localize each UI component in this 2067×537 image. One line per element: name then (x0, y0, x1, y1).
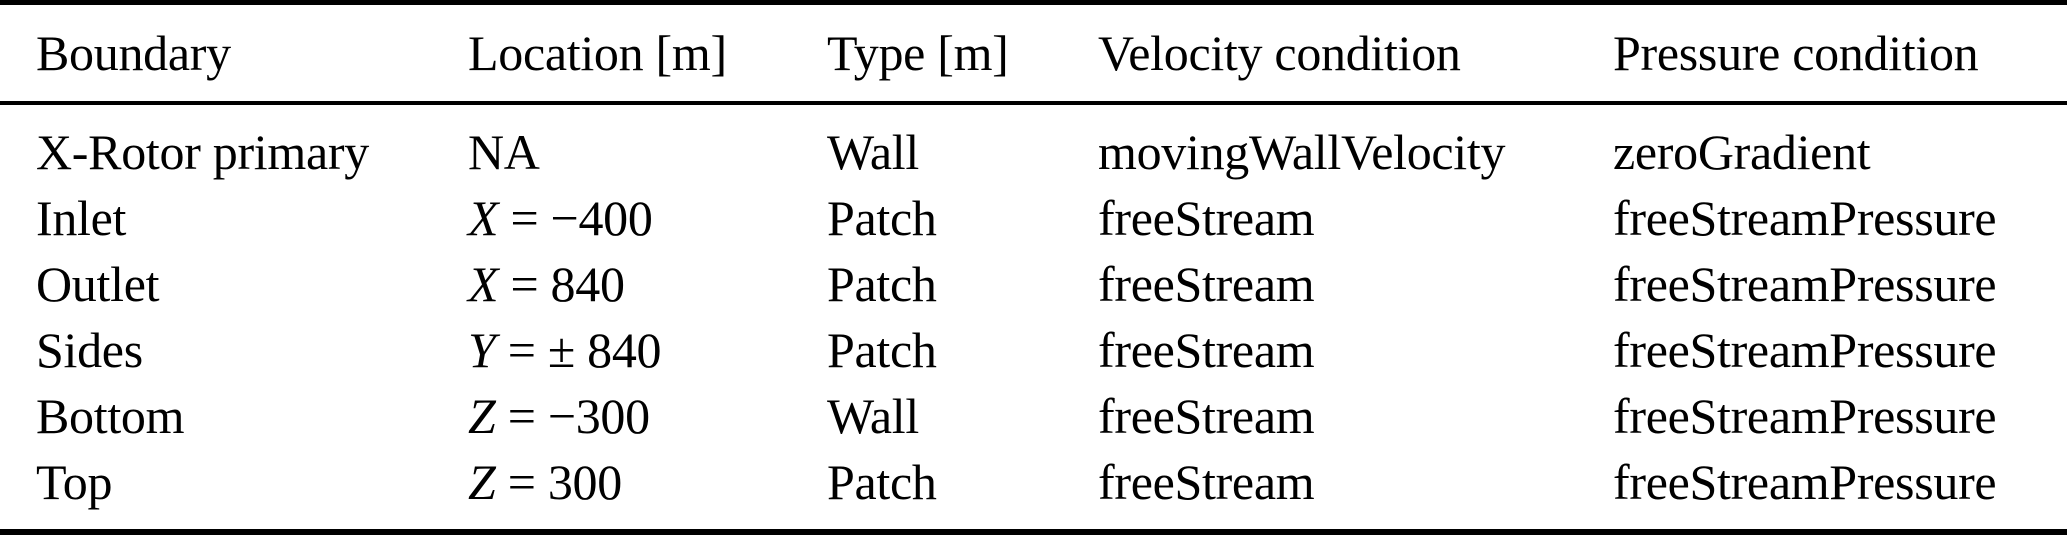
cell-type: Patch (827, 256, 937, 312)
column-header-velocity: Velocity condition (1098, 25, 1461, 81)
table-header-rule (0, 101, 2067, 105)
cell-location: X = −400 (468, 193, 827, 243)
location-variable: Z (468, 454, 496, 510)
location-value: NA (468, 124, 540, 180)
location-value: = 300 (495, 454, 623, 510)
column-header-type: Type [m] (827, 25, 1009, 81)
cell-location: X = 840 (468, 259, 827, 309)
table-body: X-Rotor primary NA Wall movingWallVeloci… (0, 105, 2067, 529)
cell-velocity: freeStream (1098, 454, 1315, 510)
cell-velocity: freeStream (1098, 190, 1315, 246)
table-row-sides: Sides Y = ± 840 Patch freeStream freeStr… (0, 317, 2067, 383)
cell-pressure: freeStreamPressure (1613, 454, 1997, 510)
location-value: = −400 (498, 190, 653, 246)
table-row-x-rotor-primary: X-Rotor primary NA Wall movingWallVeloci… (0, 119, 2067, 185)
table-top-rule (0, 0, 2067, 5)
location-value: = ± 840 (495, 322, 662, 378)
cell-boundary: Bottom (36, 388, 185, 444)
cell-velocity: freeStream (1098, 322, 1315, 378)
column-header-pressure: Pressure condition (1613, 25, 1979, 81)
cell-type: Wall (827, 124, 919, 180)
cell-velocity: freeStream (1098, 388, 1315, 444)
column-header-boundary: Boundary (36, 25, 231, 81)
cell-pressure: freeStreamPressure (1613, 190, 1997, 246)
table-row-top: Top Z = 300 Patch freeStream freeStreamP… (0, 449, 2067, 515)
cell-velocity: movingWallVelocity (1098, 124, 1506, 180)
cell-boundary: X-Rotor primary (36, 124, 369, 180)
cell-pressure: freeStreamPressure (1613, 388, 1997, 444)
cell-location: Y = ± 840 (468, 325, 827, 375)
location-variable: X (468, 190, 499, 246)
cell-boundary: Sides (36, 322, 143, 378)
cell-type: Patch (827, 190, 937, 246)
cell-boundary: Inlet (36, 190, 127, 246)
table-row-outlet: Outlet X = 840 Patch freeStream freeStre… (0, 251, 2067, 317)
location-variable: Z (468, 388, 496, 444)
cell-location: Z = −300 (468, 391, 827, 441)
table-row-inlet: Inlet X = −400 Patch freeStream freeStre… (0, 185, 2067, 251)
table-bottom-rule (0, 529, 2067, 535)
column-header-location: Location [m] (468, 25, 727, 81)
table-header-row: Boundary Location [m] Type [m] Velocity … (0, 5, 2067, 101)
cell-pressure: freeStreamPressure (1613, 256, 1997, 312)
cell-type: Wall (827, 388, 919, 444)
cell-location: NA (468, 127, 827, 177)
cell-type: Patch (827, 454, 937, 510)
cell-boundary: Outlet (36, 256, 160, 312)
location-variable: X (468, 256, 499, 312)
cell-boundary: Top (36, 454, 113, 510)
location-value: = −300 (495, 388, 650, 444)
cell-pressure: freeStreamPressure (1613, 322, 1997, 378)
cell-velocity: freeStream (1098, 256, 1315, 312)
cell-location: Z = 300 (468, 457, 827, 507)
location-value: = 840 (498, 256, 625, 312)
table-row-bottom: Bottom Z = −300 Wall freeStream freeStre… (0, 383, 2067, 449)
cell-type: Patch (827, 322, 937, 378)
location-variable: Y (468, 322, 496, 378)
cell-pressure: zeroGradient (1613, 124, 1871, 180)
